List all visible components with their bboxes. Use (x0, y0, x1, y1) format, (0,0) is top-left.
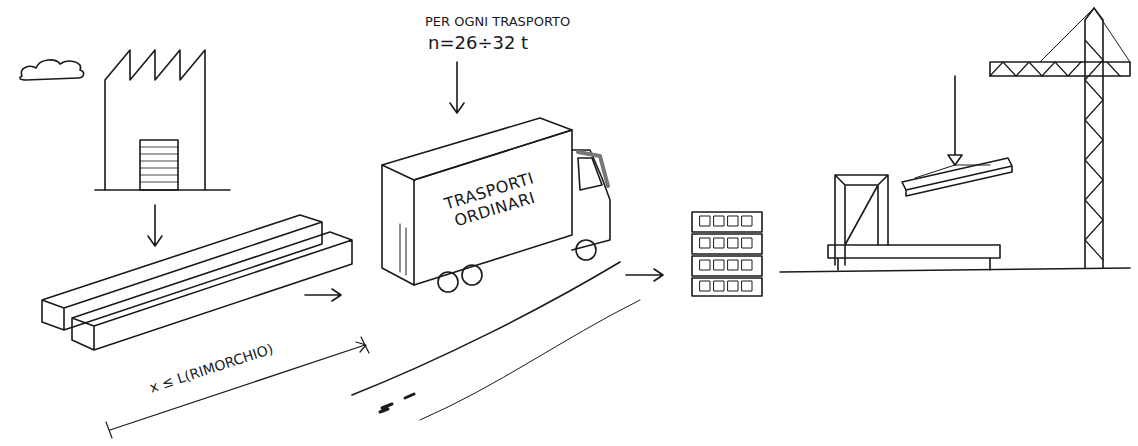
truck-body-panel: TRASPORTI ORDINARI (424, 159, 560, 241)
truck-text: TRASPORTI ORDINARI (425, 163, 559, 237)
flow-arrow (450, 62, 464, 113)
wheel (462, 265, 482, 285)
crane-jib (990, 62, 1130, 76)
beam (72, 232, 352, 350)
crane-hook (948, 76, 962, 165)
road-edge (352, 262, 620, 395)
truck-cab (572, 150, 610, 250)
crane-tower (1085, 8, 1103, 268)
precast-column-frame (835, 175, 888, 265)
crane-lattice (1085, 40, 1103, 260)
cab-shade (578, 152, 608, 186)
flow-arrow (626, 269, 663, 281)
dimension-line (106, 337, 369, 438)
precast-beam (828, 245, 1000, 270)
crane-jib-lattice (990, 62, 1120, 76)
note-label: x ≤ L(RIMORCHIO) (147, 341, 275, 397)
road-marks (380, 394, 414, 412)
precast-elements (692, 212, 762, 296)
flow-arrow (148, 205, 162, 246)
note-label: n=26÷32 t (428, 32, 528, 54)
truck-box-back (382, 165, 414, 285)
flow-arrow (305, 289, 341, 301)
wheel (576, 240, 596, 260)
note-label: PER OGNI TRASPORTO (425, 14, 570, 30)
factory (105, 50, 205, 190)
cloud (20, 60, 84, 80)
factory-door (140, 140, 178, 190)
hung-beam (902, 158, 1012, 196)
truck-box-side (414, 130, 572, 285)
site-ground (780, 268, 1130, 272)
truck-doors (400, 224, 406, 275)
beam (42, 215, 322, 330)
road-edge (420, 300, 640, 420)
crane-ties (1040, 8, 1130, 62)
truck-box-top (382, 118, 572, 180)
door-lines (140, 147, 178, 182)
wheel (438, 272, 458, 292)
truck-window (578, 158, 602, 190)
